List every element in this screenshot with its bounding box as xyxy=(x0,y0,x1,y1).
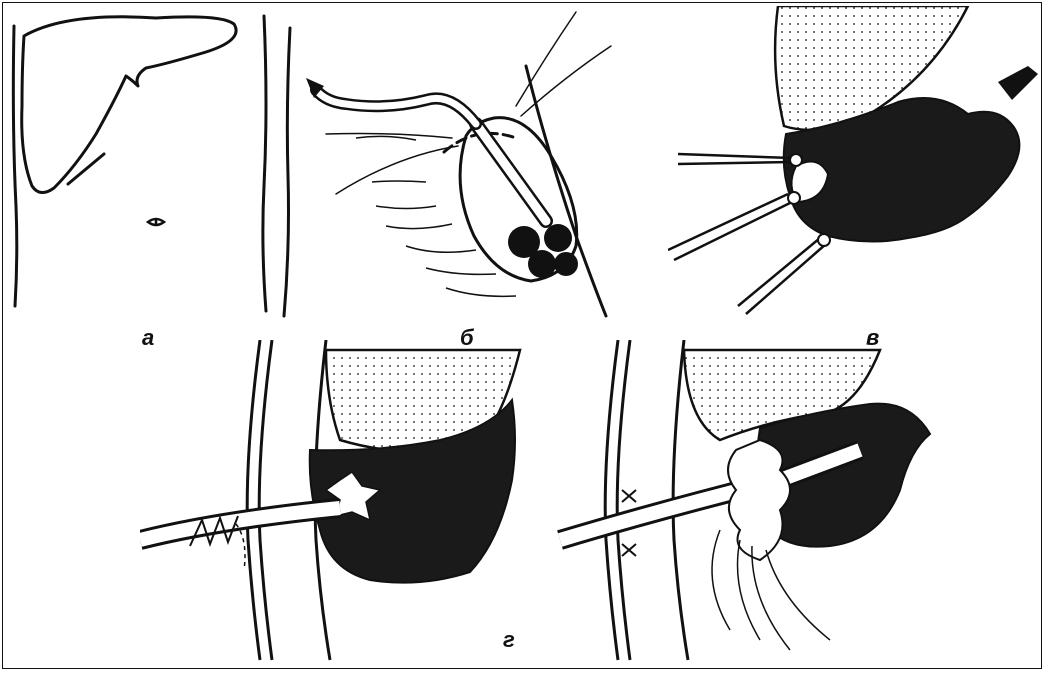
gallstone xyxy=(554,252,578,276)
panel-c: в xyxy=(668,6,1040,321)
umbilicus-icon xyxy=(148,218,164,226)
panel-c-drawing xyxy=(668,6,1040,321)
subfigure-right xyxy=(560,340,930,660)
panel-a: а xyxy=(6,6,270,321)
omentum-wrap xyxy=(728,440,790,560)
body-contour-left xyxy=(13,26,16,306)
tissue-hatching xyxy=(356,136,516,296)
subfigure-left xyxy=(140,340,520,660)
clamp-1 xyxy=(678,154,792,164)
suture-thread-2 xyxy=(521,46,611,116)
suture-thread-3 xyxy=(336,146,458,194)
panel-b: б xyxy=(276,6,616,321)
body-contour-right xyxy=(263,16,266,311)
gallstones xyxy=(508,224,578,278)
clamp-2 xyxy=(668,194,792,260)
suture-thread-1 xyxy=(516,12,576,106)
abdominal-wall xyxy=(284,28,290,316)
gallstone xyxy=(528,250,556,278)
liver-outline xyxy=(22,17,236,193)
gallstone xyxy=(544,224,572,252)
panel-d-drawing xyxy=(140,340,940,665)
incision-line xyxy=(68,154,104,184)
panel-a-drawing xyxy=(6,6,270,321)
clamp-3 xyxy=(738,238,826,314)
panel-label-d: г xyxy=(503,629,515,651)
drain-tube-inner xyxy=(476,124,546,221)
panel-d: г xyxy=(140,340,940,665)
panel-b-drawing xyxy=(276,6,616,321)
cystic-duct xyxy=(998,66,1038,100)
